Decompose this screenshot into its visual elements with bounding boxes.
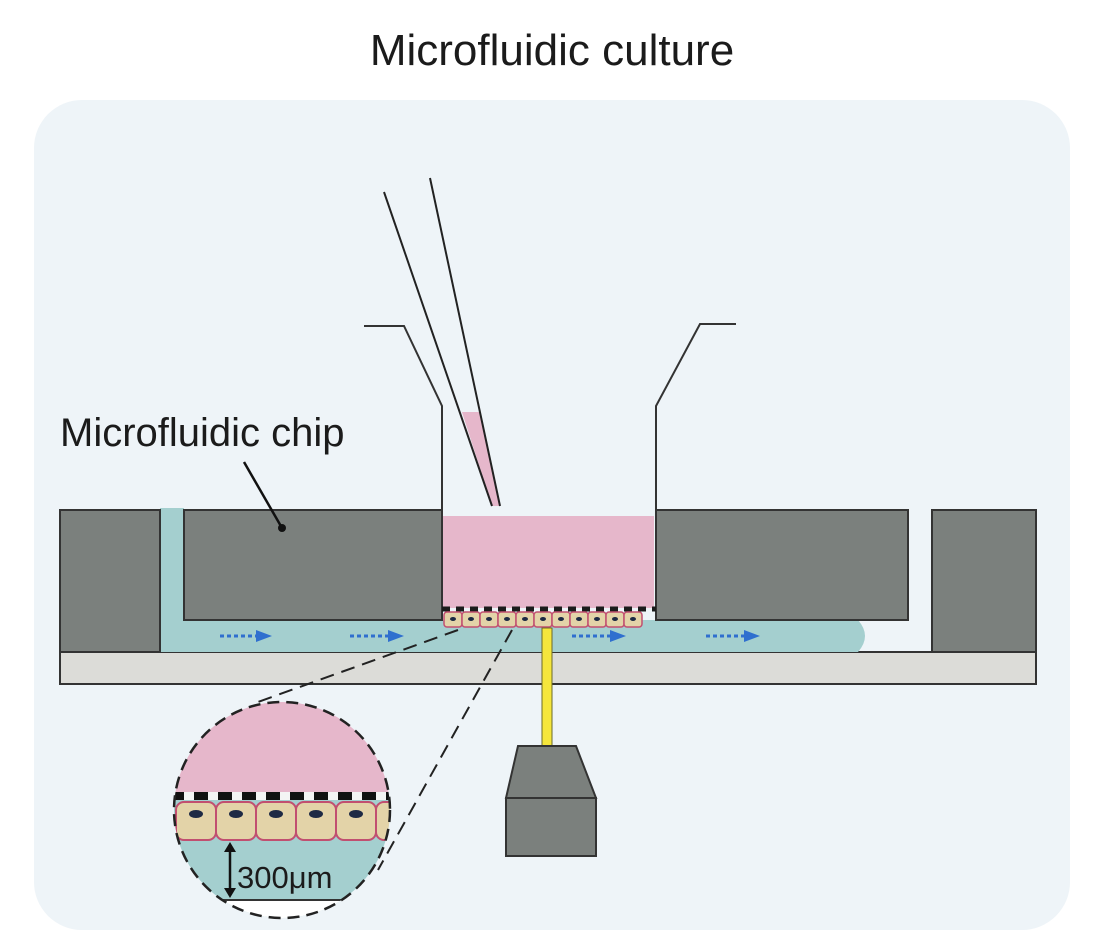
chip-block-right-outer (931, 509, 1037, 653)
insert-wall-right (655, 323, 736, 610)
height-label: 300μm (237, 860, 332, 895)
figure-title: Microfluidic culture (369, 26, 735, 75)
zoom-guide-line-upper (257, 629, 459, 703)
chip-label-pointer-dot (278, 524, 286, 532)
insert-wall-left (364, 325, 443, 610)
zoom-guide-line-lower (377, 629, 513, 871)
chip-label-pointer (242, 461, 284, 529)
insert-medium (442, 516, 654, 608)
dotted-arrow-icon (220, 630, 760, 642)
double-arrow-icon (224, 842, 236, 898)
chip-label: Microfluidic chip (60, 411, 345, 455)
chip-block-left-inner (183, 509, 443, 621)
chip-block-right-inner (655, 509, 909, 621)
microscope-objective-icon (504, 745, 598, 857)
cell-layer (443, 611, 643, 628)
pipette (383, 177, 501, 507)
chip-block-left-outer (59, 509, 161, 653)
light-beam (541, 627, 553, 747)
